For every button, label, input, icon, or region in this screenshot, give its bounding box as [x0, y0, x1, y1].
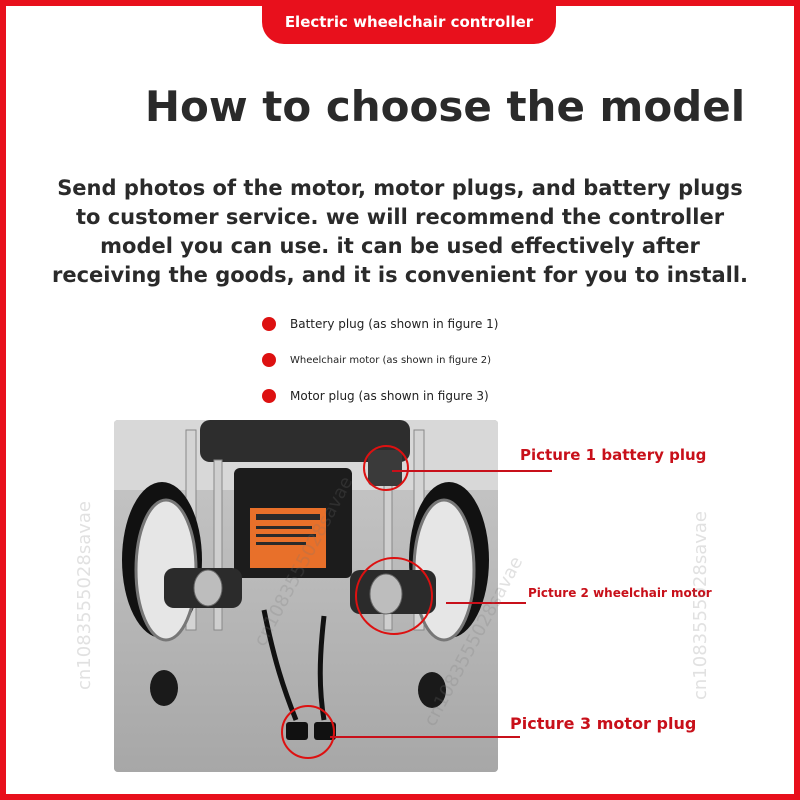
requirement-list: Battery plug (as shown in figure 1) Whee… — [262, 306, 498, 414]
header-banner: Electric wheelchair controller — [262, 0, 556, 44]
list-item: Battery plug (as shown in figure 1) — [262, 306, 498, 342]
callout-picture1: Picture 1 battery plug — [520, 446, 707, 464]
callout-picture3: Picture 3 motor plug — [510, 714, 697, 733]
list-item-label: Motor plug (as shown in figure 3) — [290, 389, 489, 403]
description-line: receiving the goods, and it is convenien… — [51, 263, 748, 287]
description-line: model you can use. it can be used effect… — [100, 234, 700, 258]
callout-line — [330, 736, 520, 738]
list-item-label: Wheelchair motor (as shown in figure 2) — [290, 354, 492, 366]
wheelchair-photo — [114, 420, 498, 772]
list-item-label: Battery plug (as shown in figure 1) — [290, 317, 499, 331]
bullet-dot-icon — [262, 317, 276, 331]
callout-line — [392, 470, 552, 472]
watermark: cn1083555028savae — [690, 511, 711, 700]
list-item: Motor plug (as shown in figure 3) — [262, 378, 498, 414]
page-title: How to choose the model — [144, 82, 746, 131]
bullet-dot-icon — [262, 389, 276, 403]
banner-label: Electric wheelchair controller — [284, 13, 534, 31]
callout-picture2: Picture 2 wheelchair motor — [528, 586, 712, 600]
watermark: cn1083555028savae — [74, 501, 95, 690]
list-item: Wheelchair motor (as shown in figure 2) — [262, 342, 498, 378]
wheelchair-illustration — [114, 420, 498, 772]
description-text: Send photos of the motor, motor plugs, a… — [30, 174, 770, 290]
description-line: Send photos of the motor, motor plugs, a… — [57, 176, 743, 200]
callout-line — [446, 602, 526, 604]
description-line: to customer service. we will recommend t… — [75, 205, 725, 229]
bullet-dot-icon — [262, 353, 276, 367]
